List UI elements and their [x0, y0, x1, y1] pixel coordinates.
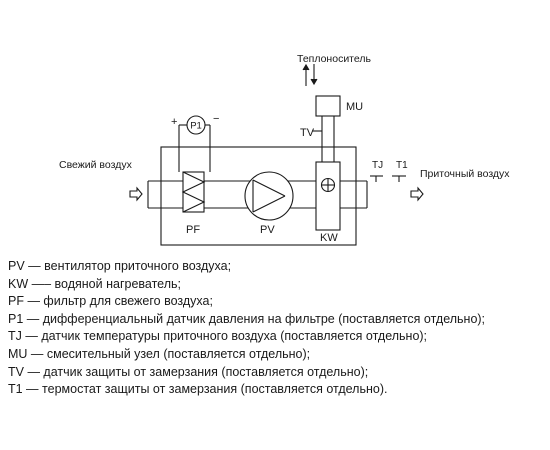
heater-kw-icon [315, 161, 341, 231]
tj-label: TJ [372, 160, 383, 171]
legend-item: TJ — датчик температуры приточного возду… [8, 329, 428, 344]
mixing-unit-box [315, 95, 341, 117]
p1-label: P1 [190, 121, 202, 132]
unit-enclosure [160, 146, 357, 246]
tj-sensor-icon [370, 175, 383, 182]
legend-list: PV — вентилятор приточного воздуха; KW —… [8, 258, 485, 399]
pv-label: PV [260, 224, 275, 236]
minus-sign: − [213, 113, 219, 125]
plus-sign: + [171, 116, 177, 128]
legend-item: PF — фильтр для свежего воздуха; [8, 294, 213, 309]
t1-thermostat-icon [392, 175, 406, 182]
heat-carrier-label: Теплоноситель [297, 53, 371, 65]
t1-label: T1 [396, 160, 408, 171]
legend-item: KW —– водяной нагреватель; [8, 276, 181, 291]
legend-item: T1 — термостат защиты от замерзания (пос… [8, 382, 388, 397]
mu-label: MU [346, 101, 363, 113]
legend-item: MU — смесительный узел (поставляется отд… [8, 346, 311, 361]
supply-air-label: Приточный воздух [420, 168, 510, 180]
heat-carrier-arrows-icon [302, 63, 318, 86]
filter-pf-icon [181, 171, 206, 213]
legend-item: PV — вентилятор приточного воздуха; [8, 259, 232, 273]
ventilation-schematic: Теплоноситель MU TV P1 + − Свежий воздух… [59, 53, 510, 246]
fresh-air-label: Свежий воздух [59, 159, 133, 171]
inlet-arrow-icon [129, 186, 143, 202]
pressure-sensor-p1-icon [178, 115, 211, 172]
tv-label: TV [300, 127, 315, 139]
legend-item: P1 — дифференциальный датчик давления на… [8, 311, 486, 326]
legend-item: TV — датчик защиты от замерзания (постав… [8, 364, 369, 379]
fan-pv-icon [244, 171, 294, 221]
pf-label: PF [186, 224, 200, 236]
outlet-arrow-icon [410, 186, 424, 202]
kw-label: KW [320, 232, 338, 244]
